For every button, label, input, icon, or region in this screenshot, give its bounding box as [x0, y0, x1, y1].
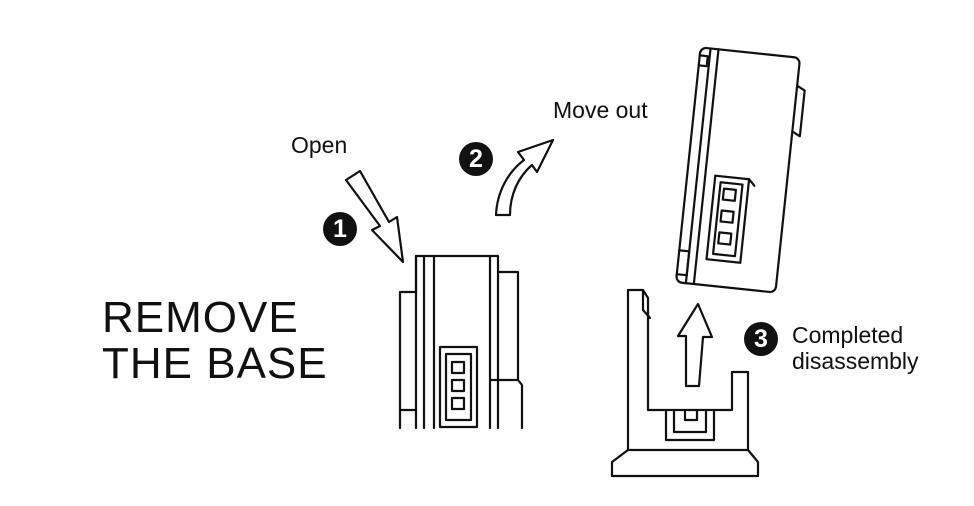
diagram-title-line2: THE BASE — [102, 339, 328, 388]
step-1-badge: 1 — [323, 212, 357, 246]
step-1-label: Open — [291, 132, 348, 158]
connector-pin — [719, 209, 735, 224]
connector-pin — [450, 378, 466, 393]
empty-base — [610, 288, 760, 478]
step-3-badge: 3 — [744, 322, 778, 356]
lift-arrow — [676, 302, 714, 388]
connector-pin — [721, 187, 738, 202]
diagram-title-line1: REMOVE — [102, 293, 299, 342]
detached-module — [675, 46, 806, 294]
connector-pin — [450, 360, 466, 375]
move-out-arrow — [494, 138, 555, 217]
step-3-label-line2: disassembly — [792, 348, 919, 374]
step-2-badge: 2 — [459, 142, 493, 176]
module-on-base — [398, 254, 524, 430]
open-arrow — [344, 169, 405, 264]
step-3-label-line1: Completed — [792, 322, 904, 348]
step-2-label: Move out — [553, 97, 648, 123]
connector-pin — [450, 396, 466, 411]
connector-pin — [717, 231, 733, 246]
